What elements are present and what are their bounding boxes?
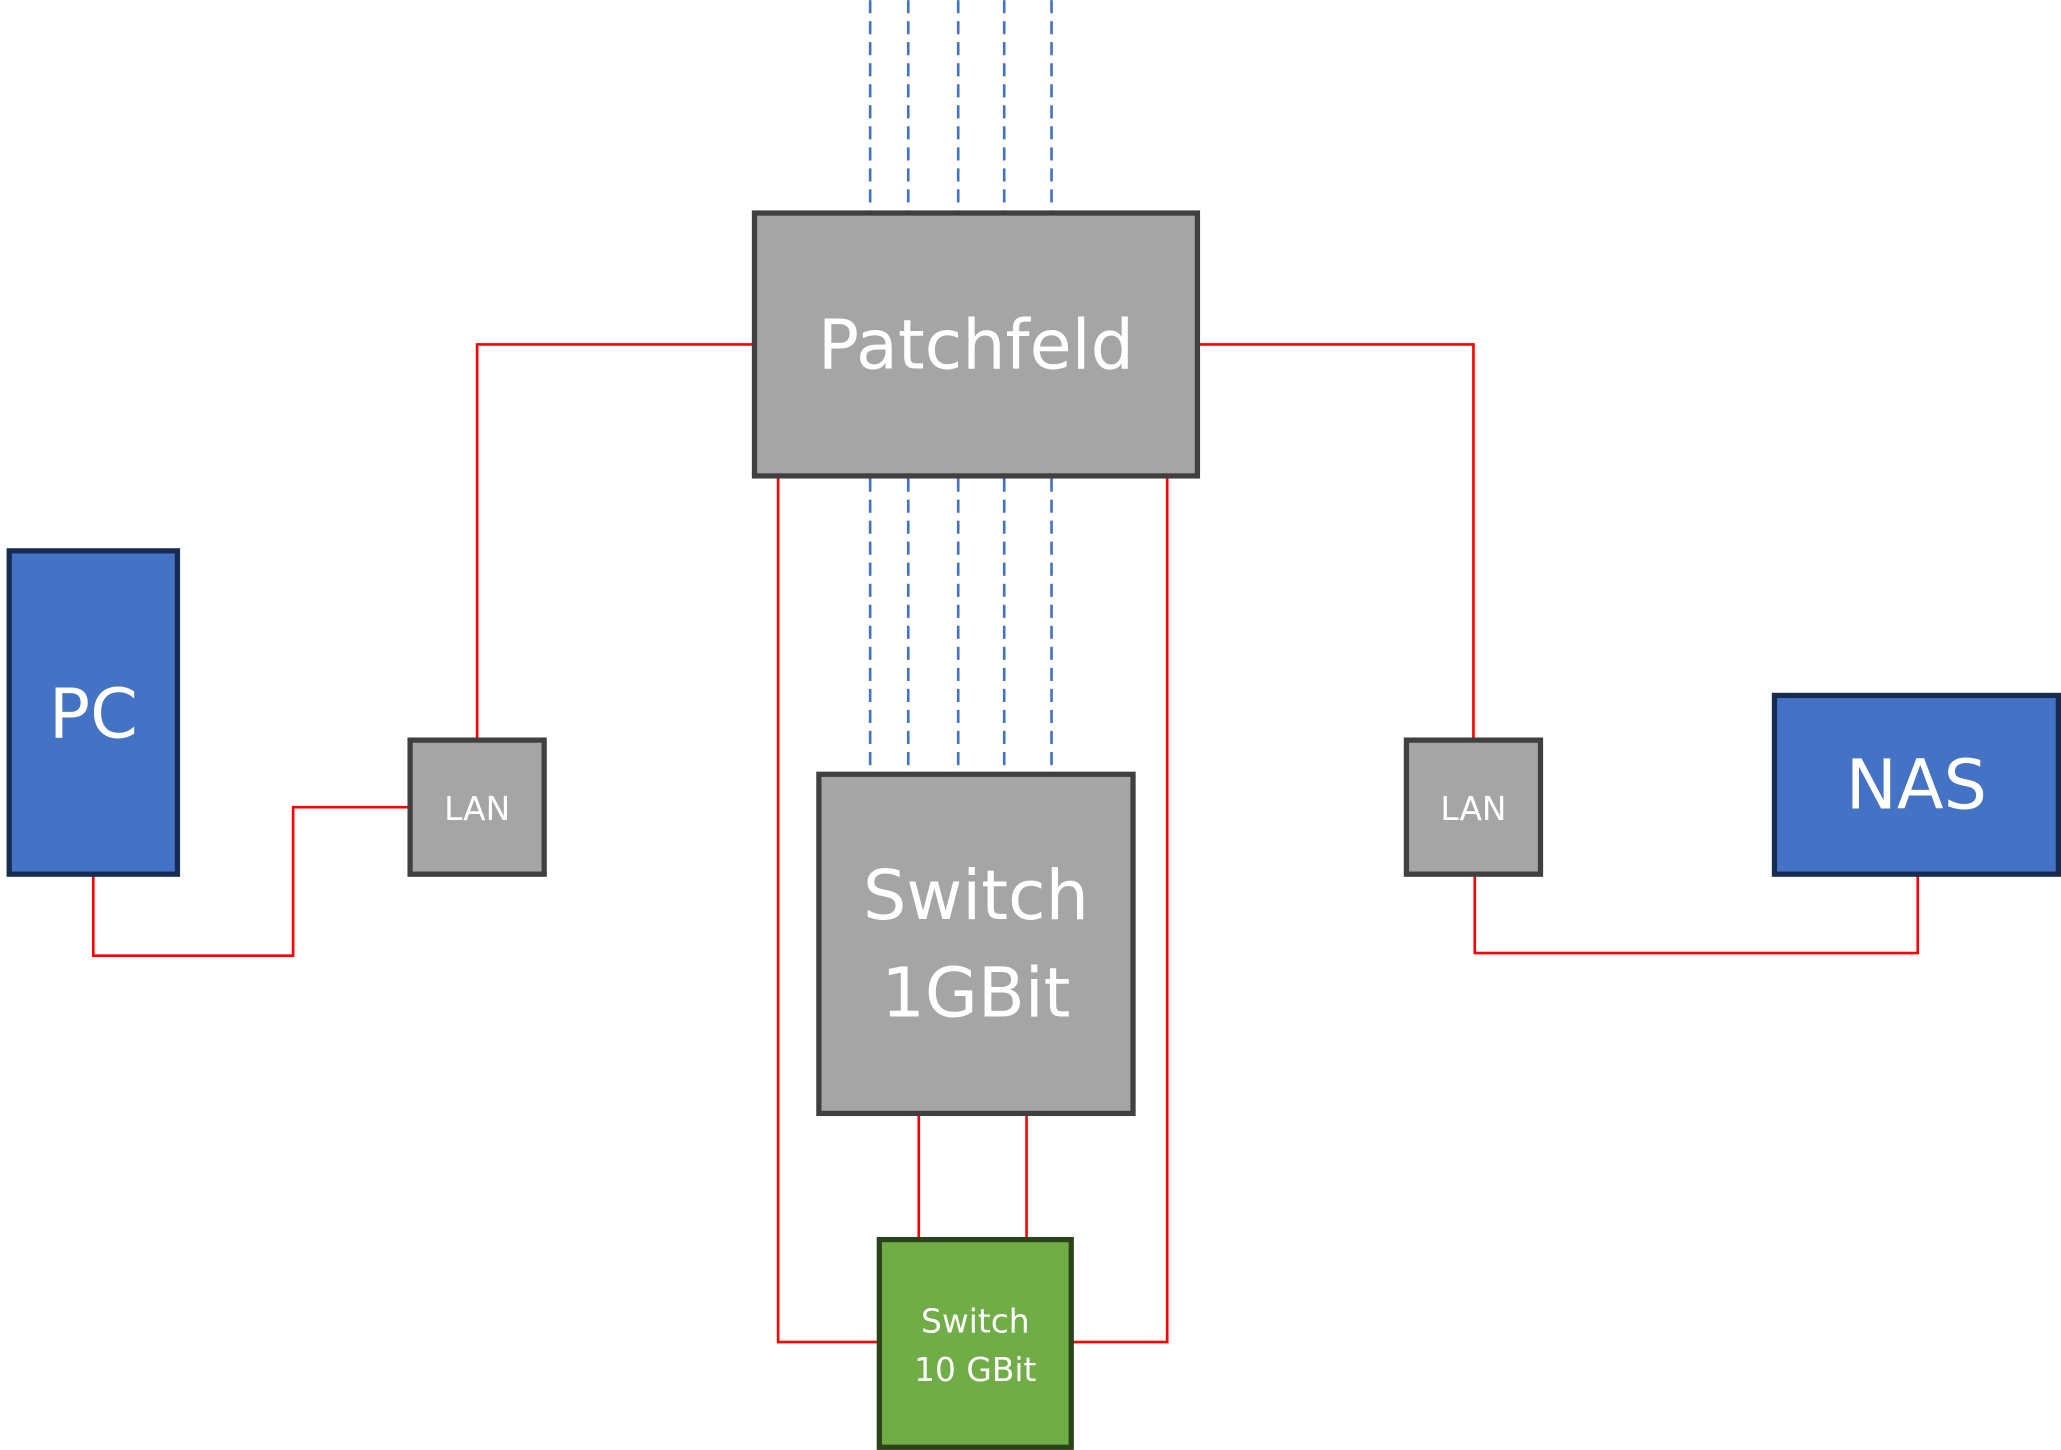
switch-1gbit-label-line2: 1GBit xyxy=(881,954,1070,1033)
lan-socket-left-node[interactable]: LAN xyxy=(407,737,547,877)
nas-node[interactable]: NAS xyxy=(1771,692,2061,877)
cable-lan-left-to-patchfeld xyxy=(475,343,755,741)
switch-1gbit-node[interactable]: Switch 1GBit xyxy=(816,771,1136,1117)
pc-node[interactable]: PC xyxy=(6,548,181,877)
lan-socket-right-node[interactable]: LAN xyxy=(1403,737,1544,877)
cable-patchfeld-to-lan-right xyxy=(1197,343,1475,741)
switch-10gbit-label-line1: Switch xyxy=(921,1302,1030,1341)
cable-lan-right-to-nas xyxy=(1473,874,1920,955)
lan-right-label: LAN xyxy=(1440,789,1506,828)
lan-left-label: LAN xyxy=(444,789,510,828)
patchfeld-node[interactable]: Patchfeld xyxy=(751,210,1201,479)
cable-pc-to-lan-left xyxy=(92,805,411,957)
switch-10gbit-label-line2: 10 GBit xyxy=(914,1350,1036,1389)
incoming-dashed-cables xyxy=(868,0,1053,214)
cable-patchfeld-to-switch-10g-right xyxy=(1071,475,1169,1344)
pc-label: PC xyxy=(49,676,138,755)
patchfeld-to-switch-1g-cables xyxy=(868,478,1053,775)
cable-patchfeld-to-switch-10g-left xyxy=(776,475,880,1344)
red-cables xyxy=(92,343,1920,1344)
patchfeld-label: Patchfeld xyxy=(818,306,1134,385)
nas-label: NAS xyxy=(1846,747,1987,826)
switch-1gbit-label-line1: Switch xyxy=(863,857,1089,936)
switch-10gbit-node[interactable]: Switch 10 GBit xyxy=(876,1236,1074,1450)
